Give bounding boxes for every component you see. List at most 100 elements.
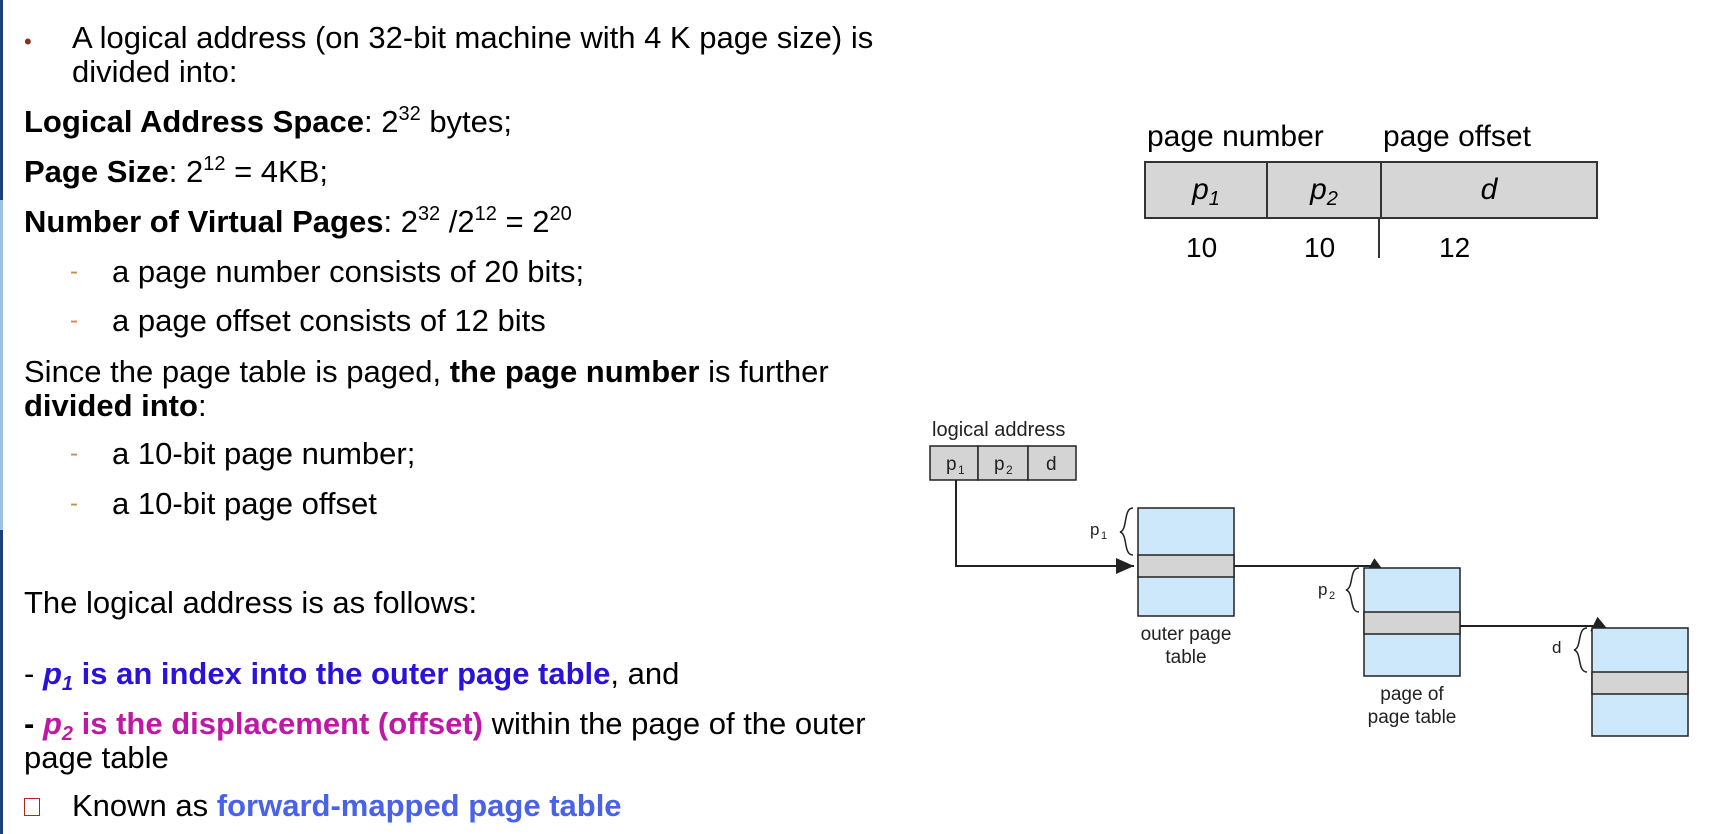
page-of-table-label-1: page of: [1380, 684, 1444, 705]
field-p1-symbol: p: [1192, 173, 1209, 206]
p2-dash: -: [24, 706, 43, 741]
header-page-offset: page offset: [1383, 120, 1531, 153]
virtual-pages-base-2: /2: [440, 204, 475, 239]
outer-page-table: [1137, 507, 1235, 617]
logical-address-label: logical address: [932, 419, 1065, 441]
field-d: d: [1480, 173, 1498, 206]
follows-line: The logical address is as follows:: [24, 585, 478, 620]
p2-symbol: p: [42, 706, 62, 741]
outer-table-label-2: table: [1165, 647, 1206, 668]
virtual-pages-exp-1: 32: [417, 203, 441, 225]
outer-table-label-1: outer page: [1141, 624, 1232, 645]
p2-line-2: page table: [24, 740, 169, 775]
page-size-label: Page Size: [24, 154, 169, 189]
logical-address-space-line: Logical Address Space: 232 bytes;: [24, 104, 512, 140]
p2-brace-icon: [1345, 567, 1360, 613]
address-fields-row: p1 p2 d: [1144, 161, 1598, 219]
field-divider: [1266, 163, 1268, 217]
d-offset-label: d: [1552, 638, 1561, 657]
virtual-pages-exp-3: 20: [549, 203, 572, 225]
bits-p1: 10: [1186, 232, 1218, 263]
sub-dash: -: [70, 440, 78, 467]
field-p2-symbol: p: [1310, 173, 1327, 206]
p1-symbol: p: [42, 656, 62, 691]
virtual-pages-base-3: = 2: [496, 204, 550, 239]
paged-post: :: [197, 388, 207, 423]
logical-space-tail: bytes;: [420, 104, 513, 139]
p1-tail: , and: [610, 656, 680, 691]
p2-description: is the displacement (offset): [73, 706, 483, 741]
la-field-d-text: d: [1046, 454, 1057, 475]
p1-description: is an index into the outer page table: [73, 656, 611, 691]
virtual-pages-exp-2: 12: [474, 203, 497, 225]
paged-mid: is further: [699, 354, 829, 389]
p1-line: - p1 is an index into the outer page tab…: [24, 656, 679, 702]
page-size-text: : 2: [168, 154, 204, 189]
box-bullet-icon: [24, 798, 40, 816]
page-size-tail: = 4KB;: [225, 154, 329, 189]
known-pre: Known as: [72, 788, 217, 823]
bits-d: 12: [1439, 232, 1471, 263]
paged-line-1: Since the page table is paged, the page …: [24, 354, 829, 390]
la-field-p1-text: p: [946, 454, 957, 475]
sub-dash: -: [70, 258, 78, 285]
memory-page: [1591, 627, 1689, 737]
field-p2: p2: [1268, 163, 1380, 217]
slide-edge-top: [0, 0, 3, 200]
p1-dash: -: [24, 656, 43, 691]
p1-pointer-arrow: [955, 480, 1134, 574]
logical-space-exp: 32: [398, 103, 421, 125]
field-divider: [1380, 163, 1382, 217]
paged-line-2: divided into:: [24, 388, 207, 424]
sub2-item-2: a 10-bit page offset: [112, 486, 377, 521]
p2-line: - p2 is the displacement (offset) within…: [24, 706, 866, 752]
virtual-pages-line: Number of Virtual Pages: 232 /212 = 220: [24, 204, 572, 240]
forward-mapped-term: forward-mapped page table: [216, 788, 622, 823]
bits-divider-tick: [1378, 218, 1380, 258]
bullet-dot: •: [24, 29, 32, 54]
sub-dash: -: [70, 490, 78, 517]
address-format-diagram: page number page offset p1 p2 d 10 10 12: [1140, 118, 1600, 268]
d-brace-icon: [1573, 627, 1588, 673]
sub-dash: -: [70, 307, 78, 334]
page-of-page-table-entry: [1363, 611, 1461, 635]
virtual-pages-base-1: : 2: [383, 204, 418, 239]
la-field-p2-sub: 2: [1006, 463, 1013, 477]
p1-offset-sub: 1: [1101, 530, 1107, 542]
intro-line-1: A logical address (on 32-bit machine wit…: [72, 20, 874, 55]
p1-offset-label: p: [1090, 520, 1099, 539]
logical-address-fields: p 1 p 2 d: [929, 445, 1077, 481]
sub1-item-1: a page number consists of 20 bits;: [112, 254, 585, 289]
p2-offset-label: p: [1318, 580, 1327, 599]
la-field-p2-text: p: [994, 454, 1005, 475]
paged-bold-2: divided into: [24, 388, 198, 423]
virtual-pages-label: Number of Virtual Pages: [24, 204, 384, 239]
page-to-memory-arrow: [1460, 616, 1611, 633]
page-size-line: Page Size: 212 = 4KB;: [24, 154, 328, 190]
intro-line-2: divided into:: [72, 54, 238, 89]
slide-edge-bottom: [0, 530, 3, 834]
p2-tail: within the page of the outer: [482, 706, 866, 741]
sub2-item-1: a 10-bit page number;: [112, 436, 416, 471]
outer-to-page-arrow: [1234, 558, 1387, 575]
p2-subscript: 2: [61, 723, 73, 745]
p1-brace-icon: [1119, 507, 1134, 556]
bits-p2: 10: [1304, 232, 1336, 263]
paging-diagram-svg: logical address p 1 p 2 d p 1 outer page…: [929, 419, 1689, 737]
logical-space-label: Logical Address Space: [24, 104, 364, 139]
memory-page-entry: [1591, 671, 1689, 695]
header-page-number: page number: [1147, 120, 1324, 153]
paged-bold-1: the page number: [449, 354, 700, 389]
page-of-page-table: [1363, 567, 1461, 677]
p2-offset-sub: 2: [1329, 590, 1335, 602]
sub1-item-2: a page offset consists of 12 bits: [112, 303, 546, 338]
field-p2-sub: 2: [1326, 188, 1338, 210]
page-of-table-label-2: page table: [1368, 707, 1457, 728]
logical-space-text: : 2: [363, 104, 399, 139]
slide-edge-middle: [0, 200, 3, 530]
known-line: Known as forward-mapped page table: [72, 788, 622, 824]
outer-page-table-entry: [1137, 554, 1235, 578]
la-field-p1-sub: 1: [958, 463, 965, 477]
page-size-exp: 12: [203, 153, 226, 175]
two-level-paging-diagram: logical address p 1 p 2 d p 1 outer page…: [920, 410, 1700, 750]
